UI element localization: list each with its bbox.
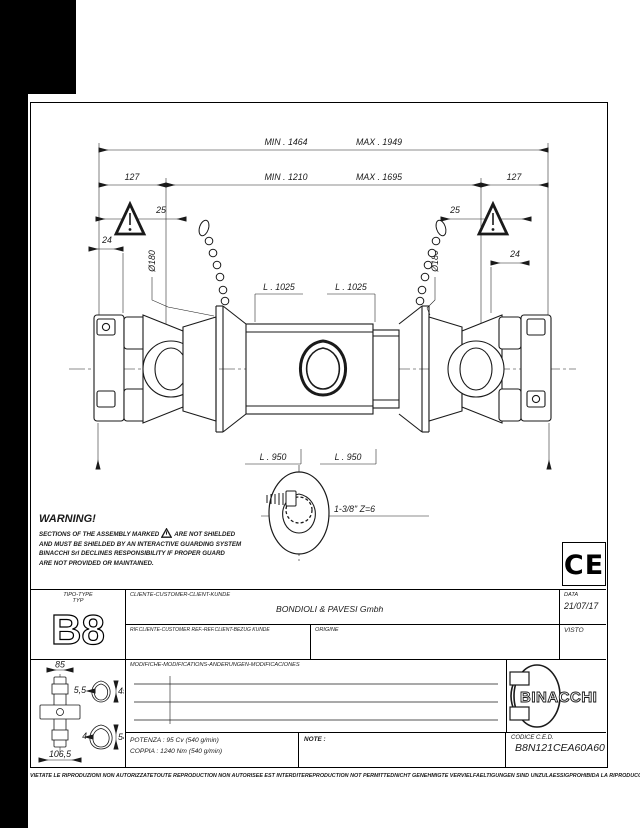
dim-dia180-right: Ø180 xyxy=(426,250,440,316)
grease-fitting xyxy=(266,490,297,507)
binacchi-logo: BINACCHI xyxy=(509,664,597,728)
cross-height-dim: 106,5 xyxy=(49,749,71,759)
notice-fr: TOUTE REPRODUCTION NON AUTORISEE EST INT… xyxy=(153,773,305,779)
safety-chain-left xyxy=(198,219,230,306)
torque-value: COPPIA : 1240 Nm (540 g/min) xyxy=(130,748,223,755)
warning-title: WARNING! xyxy=(39,513,96,525)
dim-closed-row: 127 MIN . 1210 MAX . 1695 127 xyxy=(98,172,549,188)
lower-reference-arrows xyxy=(95,423,552,470)
svg-text:Ø180: Ø180 xyxy=(430,250,440,273)
customer-ref-cell: RIF.CLIENTE-CUSTOMER REF.-REF.CLIENT-BEZ… xyxy=(126,625,311,660)
dim-24-left: 24 xyxy=(88,235,124,252)
shaft-drawing: MIN . 1464 MAX . 1949 127 MIN . 1210 MAX… xyxy=(69,137,576,561)
svg-text:Ø180: Ø180 xyxy=(147,250,157,273)
approved-cell: VISTO xyxy=(559,625,606,660)
note-label: NOTE : xyxy=(304,736,326,743)
notice-de: NICHT GENEHMIGTE VERVIELFAELTIGUNGEN SIN… xyxy=(394,773,570,779)
svg-text:CE: CE xyxy=(564,550,604,580)
svg-text:24: 24 xyxy=(101,235,112,245)
shaft-assembly xyxy=(93,305,552,433)
logo-cell: BINACCHI xyxy=(506,660,606,733)
svg-text:L . 950: L . 950 xyxy=(335,452,362,462)
type-cell: TIPO-TYPE TYP B8 xyxy=(31,590,126,660)
guard-tube-outer xyxy=(245,323,374,415)
customer-ref-label: RIF.CLIENTE-CUSTOMER REF.-REF.CLIENT-BEZ… xyxy=(130,627,270,633)
dim-overall-min: MIN . 1464 xyxy=(264,137,307,147)
notice-es: PROHIBIDA LA RIPRODUCCION NO AUTORIZADA xyxy=(569,773,640,779)
date-label: DATA xyxy=(564,592,579,598)
safety-chain-right xyxy=(415,219,447,306)
notice-en: REPRODUCTION NOT PERMITTED xyxy=(304,773,395,779)
tube-profile-1 xyxy=(85,680,119,703)
dim-127-left: 127 xyxy=(125,172,141,182)
modification-rows xyxy=(134,676,498,724)
dim-dia180-left: Ø180 xyxy=(147,250,215,317)
ce-mark: CE xyxy=(562,542,606,586)
profile1-size: 45 xyxy=(118,686,124,696)
dim-25-left: 25 xyxy=(95,205,187,222)
customer-label: CLIENTE-CUSTOMER-CLIENT-KUNDE xyxy=(130,592,231,598)
spline-callout: 1-3/8" Z=6 xyxy=(334,504,375,514)
scan-black-corner xyxy=(0,0,76,94)
customer-cell: CLIENTE-CUSTOMER-CLIENT-KUNDE BONDIOLI &… xyxy=(126,590,559,625)
dim-overall: MIN . 1464 MAX . 1949 xyxy=(98,137,549,153)
section-views-cell: 85 106,5 5,5 45 4 54 xyxy=(31,660,128,767)
code-label: CODICE C.E.D. xyxy=(511,735,554,741)
date-cell: DATA 21/07/17 xyxy=(559,590,606,625)
date-value: 21/07/17 xyxy=(564,601,599,611)
dim-guard-labels: L . 1025 L . 1025 xyxy=(254,282,376,322)
profile1-thickness: 5,5 xyxy=(74,685,86,695)
origin-label: ORIGINE xyxy=(315,627,339,633)
svg-text:25: 25 xyxy=(155,205,166,215)
power-cell: POTENZA : 95 Cv (540 g/min) COPPIA : 124… xyxy=(126,733,299,767)
svg-text:L . 1025: L . 1025 xyxy=(335,282,367,292)
origin-cell: ORIGINE xyxy=(311,625,559,660)
note-cell: NOTE : xyxy=(299,733,506,767)
guard-bell-left xyxy=(215,305,247,433)
code-cell: CODICE C.E.D. B8N121CEA60A60 xyxy=(506,733,606,767)
approved-label: VISTO xyxy=(564,627,584,634)
svg-text:24: 24 xyxy=(509,249,520,259)
cross-journal-view xyxy=(38,667,82,763)
reproduction-notice: VIETATE LE RIPRODUZIONI NON AUTORIZZATE … xyxy=(30,773,640,779)
warning-triangle-icon-inline xyxy=(161,528,173,538)
svg-text:B8: B8 xyxy=(51,606,105,650)
profile2-size: 54 xyxy=(118,732,124,742)
section-views: 85 106,5 5,5 45 4 54 xyxy=(38,660,128,763)
modifications-cell: MODIFICHE-MODIFICATIONS-ANDERUNGEN-MODIF… xyxy=(126,660,506,733)
warning-triangle-icon-right xyxy=(476,200,510,236)
dim-closed-max: MAX . 1695 xyxy=(356,172,402,182)
tube-profile-2 xyxy=(83,724,119,750)
scan-black-edge xyxy=(0,0,28,828)
svg-text:L . 1025: L . 1025 xyxy=(263,282,295,292)
dim-127-right: 127 xyxy=(507,172,523,182)
tube-profile-symbol xyxy=(298,339,348,397)
code-value: B8N121CEA60A60 xyxy=(515,742,605,754)
dim-24-right: 24 xyxy=(490,249,530,266)
drawing-frame: MIN . 1464 MAX . 1949 127 MIN . 1210 MAX… xyxy=(30,102,608,768)
modifications-label: MODIFICHE-MODIFICATIONS-ANDERUNGEN-MODIF… xyxy=(130,662,300,668)
cross-width-dim: 85 xyxy=(55,660,65,670)
warning-triangle-icon-left xyxy=(113,200,147,236)
dim-tube-labels: L . 950 L . 950 xyxy=(245,449,377,465)
guard-tube-inner xyxy=(372,329,400,409)
title-block: TIPO-TYPE TYP B8 CLIENTE-CUSTOMER-CLIENT… xyxy=(31,589,606,767)
notice-it: VIETATE LE RIPRODUZIONI NON AUTORIZZATE xyxy=(30,773,154,779)
type-label: TIPO-TYPE xyxy=(63,592,93,598)
profile2-thickness: 4 xyxy=(82,731,87,741)
dim-overall-max: MAX . 1949 xyxy=(356,137,402,147)
logo-text: BINACCHI xyxy=(520,689,597,706)
svg-text:L . 950: L . 950 xyxy=(260,452,287,462)
type-value: B8 xyxy=(51,605,106,653)
power-value: POTENZA : 95 Cv (540 g/min) xyxy=(130,737,219,744)
customer-value: BONDIOLI & PAVESI Gmbh xyxy=(276,604,384,614)
extension-lines xyxy=(98,143,549,339)
warning-note: WARNING! SECTIONS OF THE ASSEMBLY MARKED… xyxy=(39,513,291,568)
dim-closed-min: MIN . 1210 xyxy=(264,172,307,182)
spline-detail: 1-3/8" Z=6 xyxy=(261,465,429,561)
svg-text:25: 25 xyxy=(449,205,460,215)
ce-mark-icon: CE xyxy=(564,550,604,580)
